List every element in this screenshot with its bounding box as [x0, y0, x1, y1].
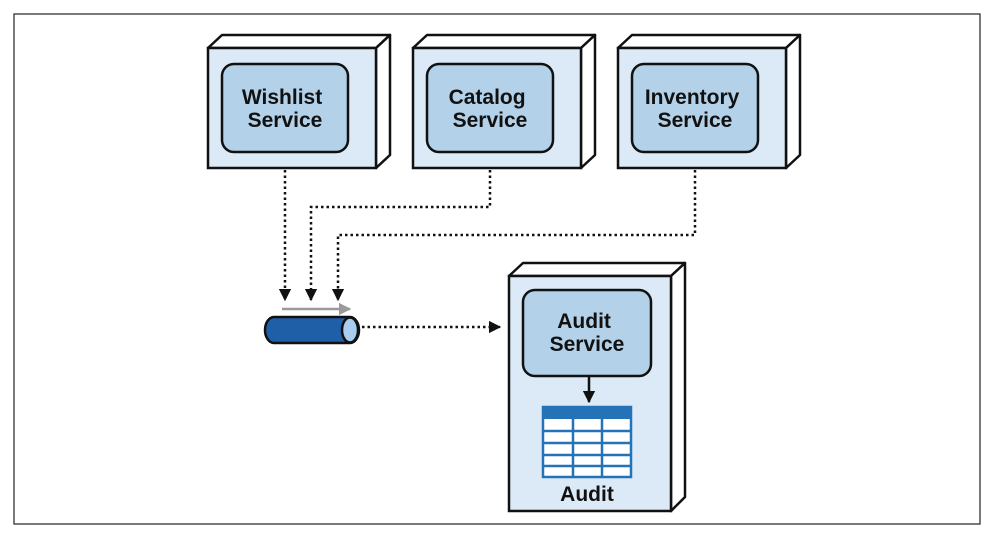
audit-table-label: Audit	[560, 483, 614, 506]
wishlist-label-line2: Service	[248, 109, 323, 132]
inventory-label-line1: Inventory	[645, 86, 740, 109]
inventory-service-node: Inventory Service	[616, 33, 802, 170]
wishlist-service-node: Wishlist Service	[206, 33, 392, 170]
inventory-label-line2: Service	[658, 109, 733, 132]
catalog-to-queue-connector	[304, 170, 492, 302]
audit-service-label-line2: Service	[550, 333, 625, 356]
message-queue-icon	[263, 302, 361, 345]
svg-text:Wishlist Service: Wishlist Service	[242, 86, 328, 132]
database-table-icon	[541, 405, 633, 479]
svg-text:Catalog Service: Catalog Service	[449, 86, 532, 132]
catalog-label-line2: Service	[453, 109, 528, 132]
audit-service-node: Audit Service Audit	[507, 261, 687, 513]
wishlist-label-line1: Wishlist	[242, 86, 322, 109]
inventory-to-queue-connector	[331, 170, 697, 302]
catalog-service-node: Catalog Service	[411, 33, 597, 170]
catalog-label-line1: Catalog	[449, 86, 526, 109]
svg-text:Inventory Service: Inventory Service	[645, 86, 745, 132]
svg-text:Audit Service: Audit Service	[550, 310, 625, 356]
audit-service-label-line1: Audit	[557, 310, 611, 333]
